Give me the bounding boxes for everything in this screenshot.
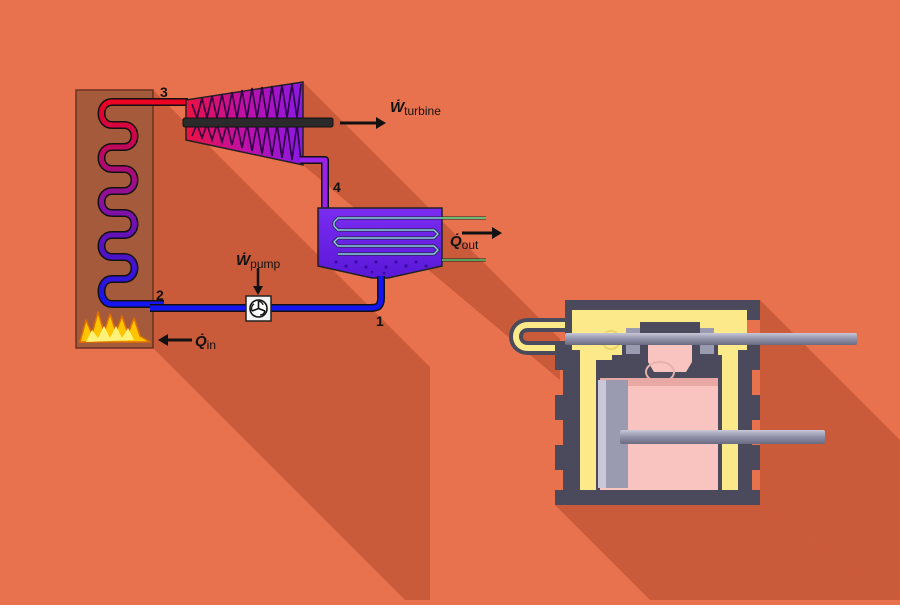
heat-out-subscript: out bbox=[462, 238, 479, 252]
work-turbine-subscript: turbine bbox=[404, 104, 441, 118]
work-pump-symbol: Ẇ bbox=[236, 252, 252, 269]
condenser-icon bbox=[317, 207, 486, 279]
heat-in-arrow bbox=[158, 334, 192, 346]
work-turbine-symbol: Ẇ bbox=[390, 99, 406, 116]
state-point-1: 1 bbox=[376, 313, 384, 329]
condensate-droplets bbox=[334, 260, 428, 275]
turbine-icon bbox=[182, 81, 334, 166]
rankine-cycle-diagram: 3 4 2 1 Ẇturbine Ẇpump Q̇out Q̇in bbox=[75, 81, 502, 352]
steam-engine-icon bbox=[509, 300, 857, 505]
state-point-4: 4 bbox=[333, 179, 341, 195]
flame-icon bbox=[79, 311, 151, 343]
state-point-3: 3 bbox=[160, 84, 168, 100]
pump-icon bbox=[245, 295, 272, 322]
steam-passage-right bbox=[722, 350, 738, 490]
heat-out-arrow bbox=[462, 227, 502, 239]
work-turbine-label: Ẇturbine bbox=[390, 99, 441, 118]
boiler-shadow bbox=[153, 90, 430, 605]
boiler-coil-fill bbox=[99, 99, 164, 307]
state-point-2: 2 bbox=[156, 287, 164, 303]
heat-out-label: Q̇out bbox=[450, 233, 479, 252]
steam-passage-left bbox=[580, 350, 612, 490]
turbine-work-arrow bbox=[340, 117, 386, 129]
turbine-shaft bbox=[182, 117, 334, 128]
heat-in-symbol: Q̇ bbox=[195, 333, 207, 350]
engine-base-shadow bbox=[555, 505, 900, 600]
heat-out-symbol: Q̇ bbox=[450, 233, 462, 250]
work-pump-subscript: pump bbox=[250, 257, 280, 271]
engine-shadow bbox=[760, 300, 900, 600]
work-pump-label: Ẇpump bbox=[236, 252, 281, 271]
valve-rod bbox=[565, 333, 857, 345]
heat-in-label: Q̇in bbox=[195, 333, 216, 352]
piston-rod bbox=[620, 430, 825, 444]
heat-in-subscript: in bbox=[207, 338, 216, 352]
pump-work-arrow bbox=[253, 268, 263, 295]
